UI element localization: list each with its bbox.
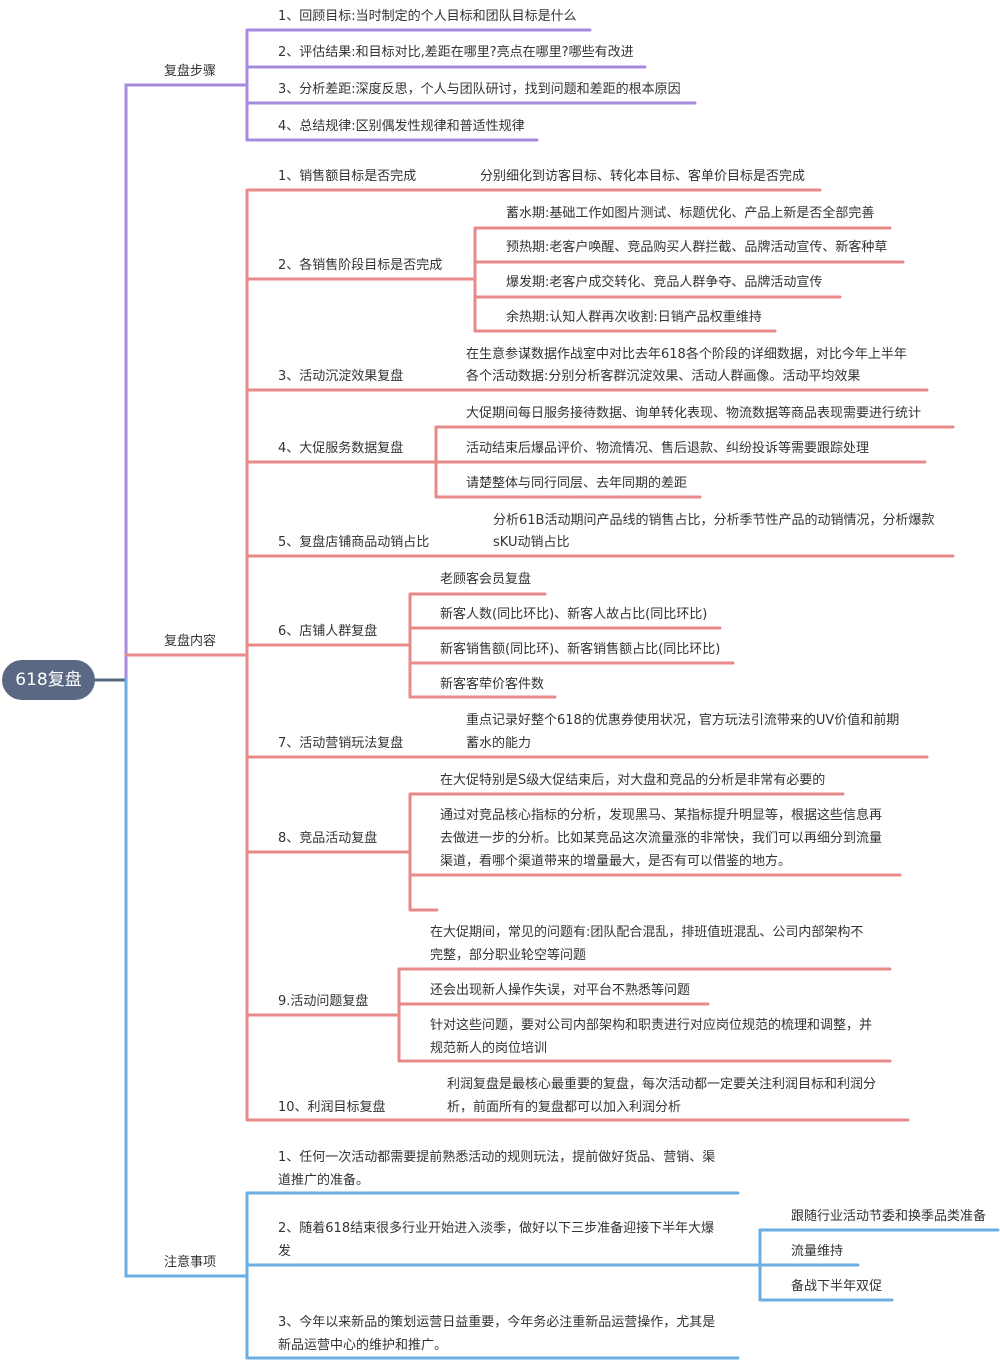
note-item[interactable]: 发: [278, 1244, 292, 1259]
content-detail[interactable]: 利润复盘是最核心最重要的复盘，每次活动都一定要关注利润目标和利润分: [447, 1077, 877, 1092]
content-item[interactable]: 3、活动沉淀效果复盘: [278, 369, 404, 384]
content-detail[interactable]: 重点记录好整个618的优惠券使用状况，官方玩法引流带来的UV价值和前期: [466, 713, 900, 728]
step-item[interactable]: 4、总结规律:区别偶发性规律和普适性规律: [278, 119, 525, 134]
branch-content[interactable]: 复盘内容: [164, 634, 217, 649]
content-detail[interactable]: 析，前面所有的复盘都可以加入利润分析: [447, 1100, 682, 1115]
content-sub[interactable]: 针对这些问题，要对公司内部架构和职责进行对应岗位规范的梳理和调整，并: [430, 1018, 873, 1033]
content-sub[interactable]: 去做进一步的分析。比如某竞品这次流量涨的非常快，我们可以再细分到流量: [440, 831, 883, 846]
content-sub[interactable]: 大促期间每日服务接待数据、询单转化表现、物流数据等商品表现需要进行统计: [466, 406, 922, 421]
content-item[interactable]: 6、店铺人群复盘: [278, 624, 378, 639]
note-item[interactable]: 3、今年以来新品的策划运营日益重要，今年务必注重新品运营操作，尤其是: [278, 1315, 716, 1330]
content-item[interactable]: 10、利润目标复盘: [278, 1100, 386, 1115]
content-detail[interactable]: 分别细化到访客目标、转化本目标、客单价目标是否完成: [480, 169, 806, 184]
content-sub[interactable]: 渠道，看哪个渠道带来的增量最大，是否有可以借鉴的地方。: [440, 854, 792, 869]
content-sub[interactable]: 蓄水期:基础工作如图片测试、标题优化、产品上新是否全部完善: [506, 206, 875, 221]
note-sub[interactable]: 跟随行业活动节委和换季品类准备: [791, 1209, 987, 1224]
content-sub[interactable]: 新客客荦价客件数: [440, 677, 545, 692]
content-sub[interactable]: 新客人数(同比环比)、新客人故占比(同比环比): [440, 607, 708, 622]
content-sub[interactable]: 完整，部分职业轮空等问题: [430, 948, 587, 963]
content-sub[interactable]: 在大促特别是S级大促结束后，对大盘和竞品的分析是非常有必要的: [440, 773, 826, 788]
root-node[interactable]: 618复盘: [2, 660, 95, 700]
content-detail[interactable]: 在生意参谋数据作战室中对比去年618各个阶段的详细数据，对比今年上半年: [466, 347, 907, 362]
content-item[interactable]: 5、复盘店铺商品动销占比: [278, 535, 430, 550]
branch-steps[interactable]: 复盘步骤: [164, 64, 217, 79]
note-item[interactable]: 1、任何一次活动都需要提前熟悉活动的规则玩法，提前做好货品、营销、渠: [278, 1150, 716, 1165]
step-item[interactable]: 2、评估结果:和目标对比,差距在哪里?亮点在哪里?哪些有改进: [278, 45, 634, 60]
content-sub[interactable]: 通过对竞品核心指标的分析，发现黑马、某指标提升明显等，根据这些信息再: [440, 808, 883, 823]
content-item[interactable]: 7、活动营销玩法复盘: [278, 736, 404, 751]
note-item[interactable]: 道推广的准备。: [278, 1173, 370, 1188]
note-sub[interactable]: 备战下半年双促: [791, 1279, 883, 1294]
content-detail[interactable]: 分析61B活动期问产品线的销售占比，分析季节性产品的动销情况，分析爆款: [493, 513, 935, 528]
note-item[interactable]: 新品运营中心的维护和推广。: [278, 1338, 448, 1353]
step-item[interactable]: 3、分析差距:深度反思，个人与团队研讨，找到问题和差距的根本原因: [278, 82, 681, 97]
note-sub[interactable]: 流量维持: [791, 1244, 844, 1259]
content-sub[interactable]: 规范新人的岗位培训: [430, 1041, 548, 1056]
content-detail[interactable]: 蓄水的能力: [466, 736, 532, 751]
content-sub[interactable]: 新客销售额(同比环)、新客销售额占比(同比环比): [440, 642, 721, 657]
branch-notes[interactable]: 注意事项: [164, 1255, 217, 1270]
content-item[interactable]: 1、销售额目标是否完成: [278, 169, 417, 184]
content-sub[interactable]: 预热期:老客户唤醒、竞品购买人群拦截、品牌活动宣传、新客种草: [506, 240, 888, 255]
content-sub[interactable]: 老顾客会员复盘: [440, 572, 532, 587]
content-sub[interactable]: 余热期:认知人群再次收割:日销产品权重维持: [506, 310, 762, 325]
content-item[interactable]: 2、各销售阶段目标是否完成: [278, 258, 443, 273]
content-sub[interactable]: 还会出现新人操作失误，对平台不熟悉等问题: [430, 983, 691, 998]
content-sub[interactable]: 爆发期:老客户成交转化、竞品人群争夺、品牌活动宣传: [506, 275, 823, 290]
content-item[interactable]: 9.活动问题复盘: [278, 994, 369, 1009]
content-sub[interactable]: 活动结束后爆品评价、物流情况、售后退款、纠纷投诉等需要跟踪处理: [466, 441, 870, 456]
content-sub[interactable]: 请楚整体与同行同层、去年同期的差距: [466, 476, 688, 491]
step-item[interactable]: 1、回顾目标:当时制定的个人目标和团队目标是什么: [278, 9, 577, 24]
content-sub[interactable]: 在大促期间，常见的问题有:团队配合混乱，排班值班混乱、公司内部架构不: [430, 925, 864, 940]
content-item[interactable]: 4、大促服务数据复盘: [278, 441, 404, 456]
note-item[interactable]: 2、随着618结束很多行业开始进入淡季，做好以下三步准备迎接下半年大爆: [278, 1221, 715, 1236]
content-item[interactable]: 8、竞品活动复盘: [278, 831, 378, 846]
content-detail[interactable]: 各个活动数据:分别分析客群沉淀效果、活动人群画像。活动平均效果: [466, 369, 861, 384]
content-detail[interactable]: sKU动销占比: [493, 535, 570, 550]
